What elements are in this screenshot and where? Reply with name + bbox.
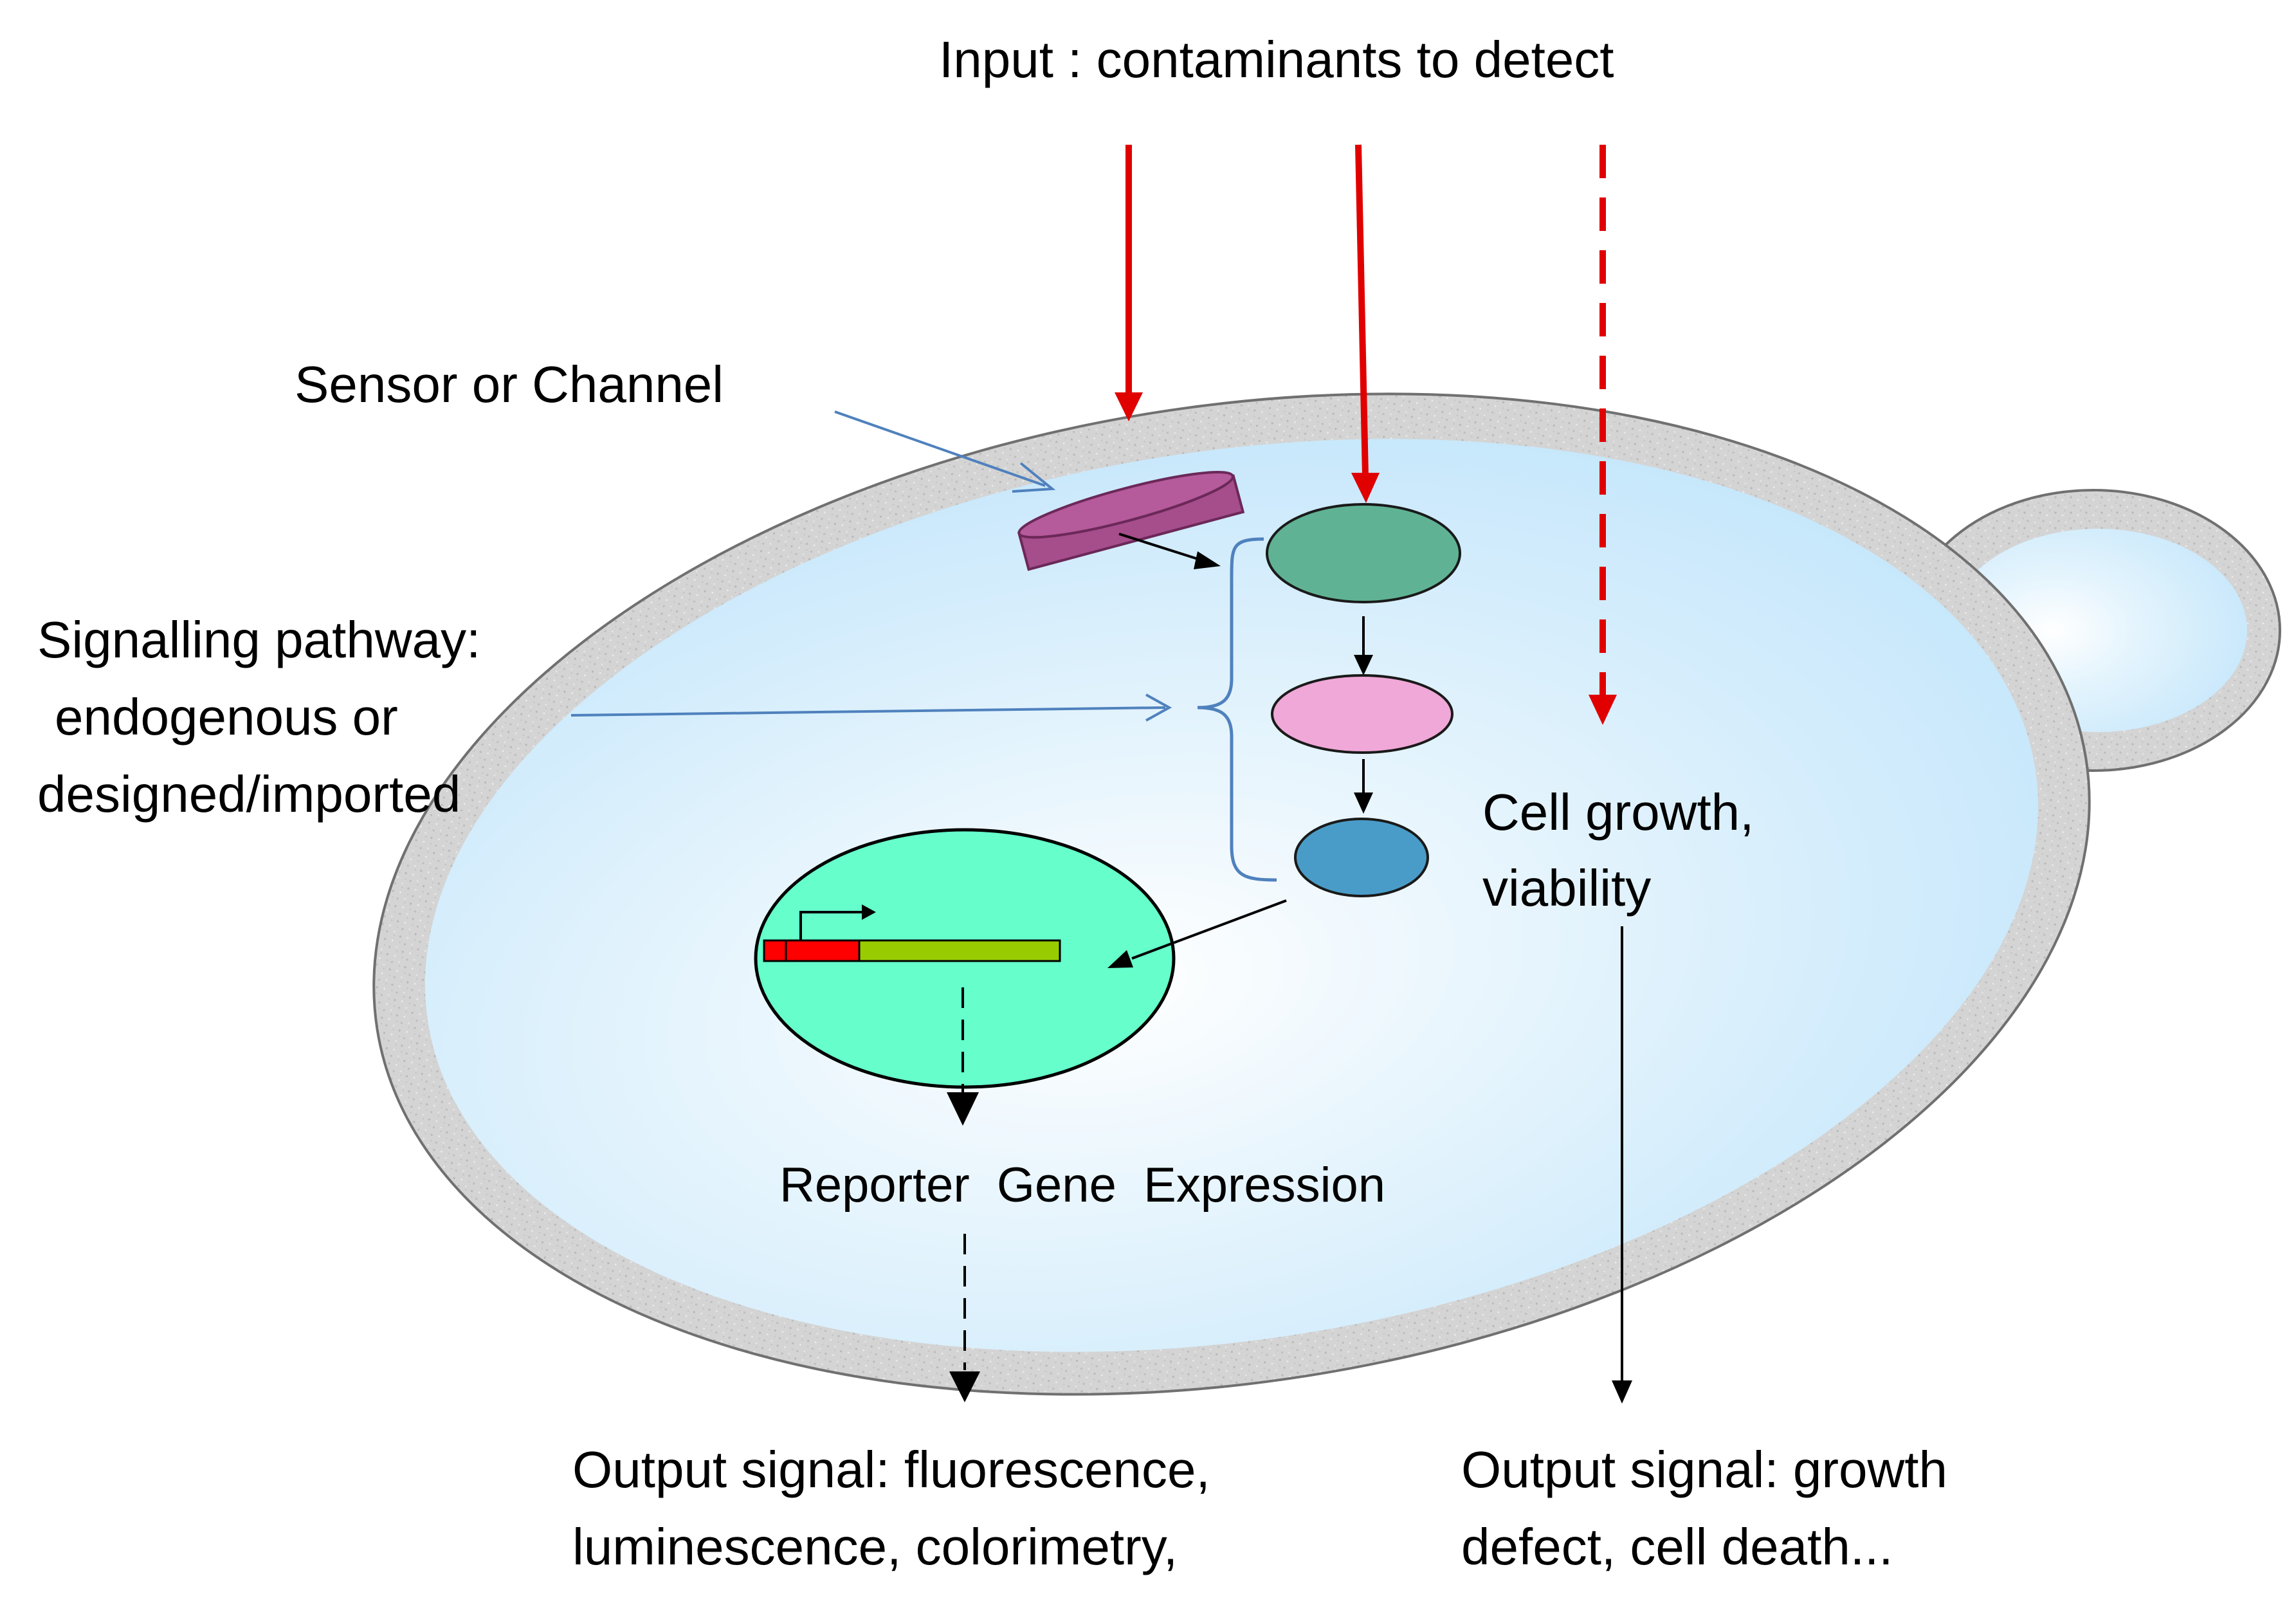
node2-to-node3-arrowhead: [1354, 792, 1373, 814]
pathway-brace: [1197, 537, 1277, 882]
reporter-gene-block: [858, 939, 1061, 962]
node-to-nucleus-arrow: [1131, 899, 1287, 960]
yeast-cell: [372, 392, 2091, 1396]
pathway-node-2: [1271, 674, 1453, 754]
transcription-start-arrow: [799, 911, 862, 940]
sensor-to-node-arrowhead: [1194, 551, 1221, 569]
sensor-label: Sensor or Channel: [295, 356, 724, 413]
input-arrowhead-left: [1115, 392, 1143, 421]
node1-to-node2-arrowhead: [1354, 655, 1373, 675]
sensor-to-node-arrow: [1118, 533, 1205, 562]
signalling-pointer-head: [1145, 693, 1172, 722]
input-arrowhead-dashed: [1589, 695, 1617, 725]
sensor-pointer-head: [1012, 462, 1056, 493]
signalling-label-line1: Signalling pathway:: [37, 611, 480, 668]
pathway-node-3: [1294, 818, 1429, 897]
signalling-label-line3: designed/imported: [37, 765, 460, 823]
signalling-label-line2: endogenous or: [55, 688, 398, 746]
sensor-pointer-line: [834, 410, 1046, 487]
input-label: Input : contaminants to detect: [939, 31, 1614, 88]
promoter-block: [763, 939, 861, 962]
reporter-gene-expression-label: Reporter Gene Expression: [779, 1158, 1385, 1213]
signalling-pointer-line: [570, 706, 1166, 717]
transcription-start-arrowhead: [862, 904, 876, 920]
nucleus-to-reporter-arrowhead: [947, 1092, 979, 1126]
cell-growth-label-line2: viability: [1482, 859, 1651, 917]
reporter-to-output-arrowhead: [949, 1371, 980, 1402]
input-arrowhead-middle: [1351, 473, 1380, 503]
output-right-line2: defect, cell death...: [1461, 1518, 1893, 1575]
input-arrow-middle: [1355, 144, 1369, 477]
cytoplasm: [424, 439, 2039, 1352]
pathway-node-1: [1266, 503, 1461, 603]
growth-to-output-arrowhead: [1612, 1380, 1632, 1404]
output-right-line1: Output signal: growth: [1461, 1441, 1947, 1498]
output-left-line1: Output signal: fluorescence,: [572, 1441, 1210, 1498]
sensor-channel: [1017, 471, 1245, 571]
cell-growth-label-line1: Cell growth,: [1482, 783, 1754, 841]
output-left-line2: luminescence, colorimetry,: [572, 1518, 1178, 1575]
node-to-nucleus-arrowhead: [1107, 950, 1133, 968]
